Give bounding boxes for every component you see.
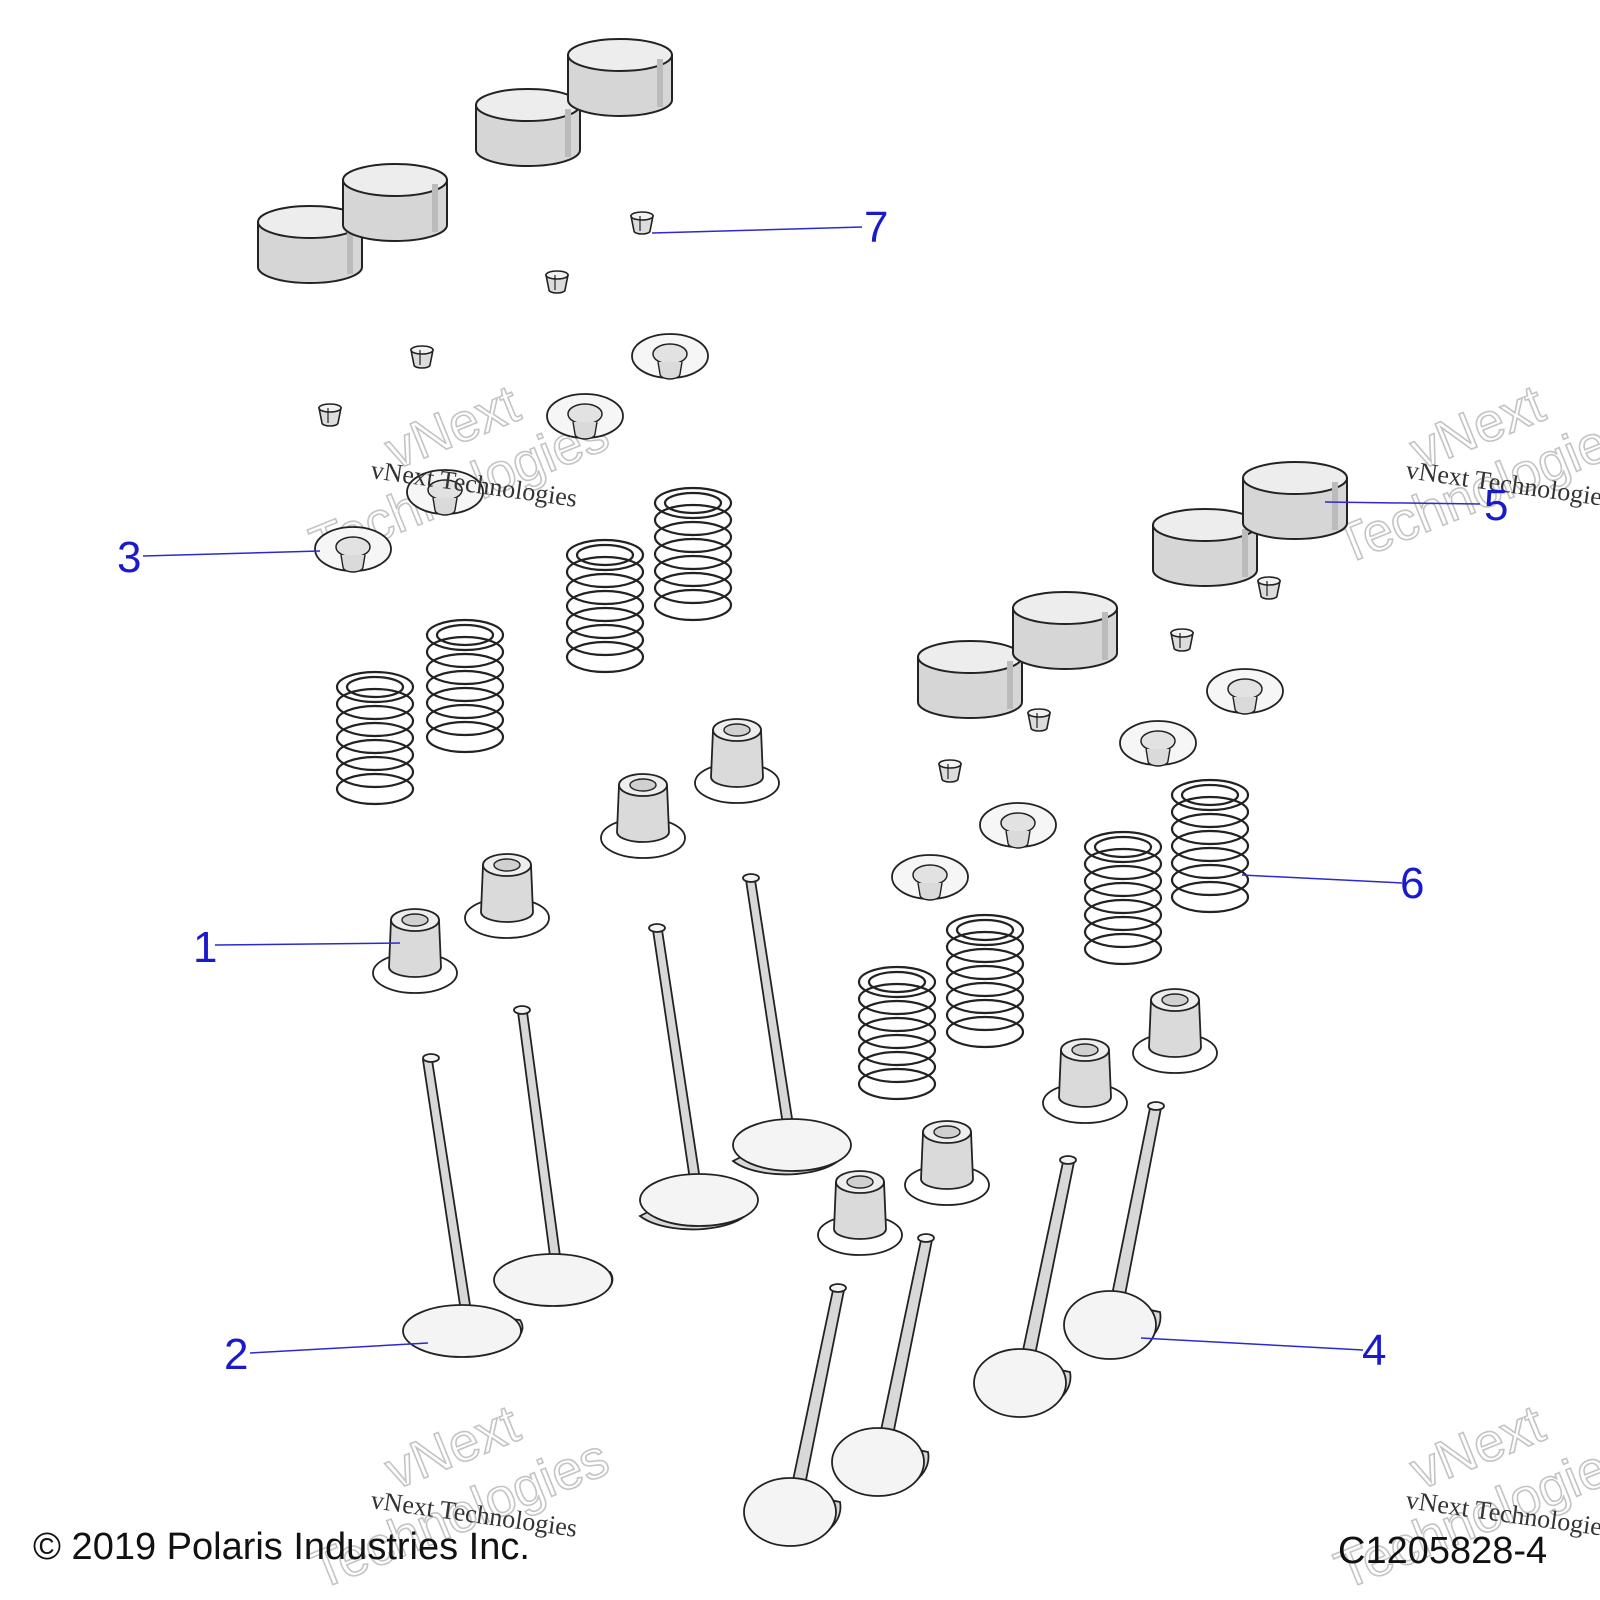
spring (1083, 830, 1163, 966)
keeper (410, 345, 434, 369)
valve-seal (1042, 1038, 1128, 1124)
spring (945, 913, 1025, 1049)
valve-seal (372, 908, 458, 994)
exhaust-valve-group (743, 1101, 1165, 1547)
intake-valve-group (402, 873, 852, 1358)
valve-seal (817, 1170, 903, 1256)
keeper (1257, 576, 1281, 600)
callout-2: 2 (224, 1330, 248, 1379)
retainer (1206, 668, 1284, 715)
keeper (938, 759, 962, 783)
leader-line (651, 226, 863, 234)
retainer (631, 333, 709, 380)
leader-line (1324, 501, 1481, 505)
leader-line (142, 550, 321, 557)
keeper (545, 270, 569, 294)
spring (653, 486, 733, 622)
leader-line (1241, 874, 1403, 884)
tappet (568, 39, 672, 116)
tappet (343, 164, 447, 241)
tappet-group-right (918, 462, 1347, 718)
copyright-text: © 2019 Polaris Industries Inc. (33, 1526, 530, 1568)
leader-line (214, 942, 401, 946)
valve-seal (1132, 988, 1218, 1074)
tappet-group-left (258, 39, 672, 283)
callout-5: 5 (1484, 481, 1508, 530)
spring (857, 965, 937, 1101)
spring (565, 538, 645, 674)
leader-line (249, 1342, 429, 1354)
intake-valve (638, 923, 759, 1231)
keeper (1027, 708, 1051, 732)
keeper (318, 403, 342, 427)
spring (1170, 778, 1250, 914)
spring (425, 618, 505, 754)
keeper (630, 211, 654, 235)
intake-valve (493, 1005, 614, 1307)
spring (335, 670, 415, 806)
exhaust-valve (831, 1233, 935, 1497)
tappet (1153, 509, 1257, 586)
exhaust-valve (973, 1155, 1077, 1418)
callout-7: 7 (864, 203, 888, 252)
exhaust-valve (1063, 1101, 1165, 1360)
retainer (891, 854, 969, 901)
intake-valve (731, 873, 852, 1176)
tappet (1243, 462, 1347, 539)
valve-seal (464, 853, 550, 939)
callout-4: 4 (1362, 1326, 1386, 1375)
leader-line (1140, 1337, 1364, 1351)
retainer (314, 526, 392, 573)
exhaust-valve (743, 1283, 847, 1547)
callout-6: 6 (1400, 859, 1424, 908)
callout-group: 7 3 5 1 6 2 4 (117, 203, 1508, 1379)
valve-seal (600, 773, 686, 859)
tappet (476, 89, 580, 166)
tappet (918, 641, 1022, 718)
intake-valve (402, 1053, 524, 1358)
valve-seal (694, 718, 780, 804)
callout-1: 1 (193, 923, 217, 972)
retainer (1119, 720, 1197, 767)
tappet (1013, 592, 1117, 669)
retainer (979, 802, 1057, 849)
keeper (1170, 628, 1194, 652)
valve-seal (904, 1120, 990, 1206)
drawing-number: C1205828-4 (1338, 1530, 1548, 1572)
retainer (546, 393, 624, 440)
seal-group-left (372, 718, 780, 994)
callout-3: 3 (117, 533, 141, 582)
